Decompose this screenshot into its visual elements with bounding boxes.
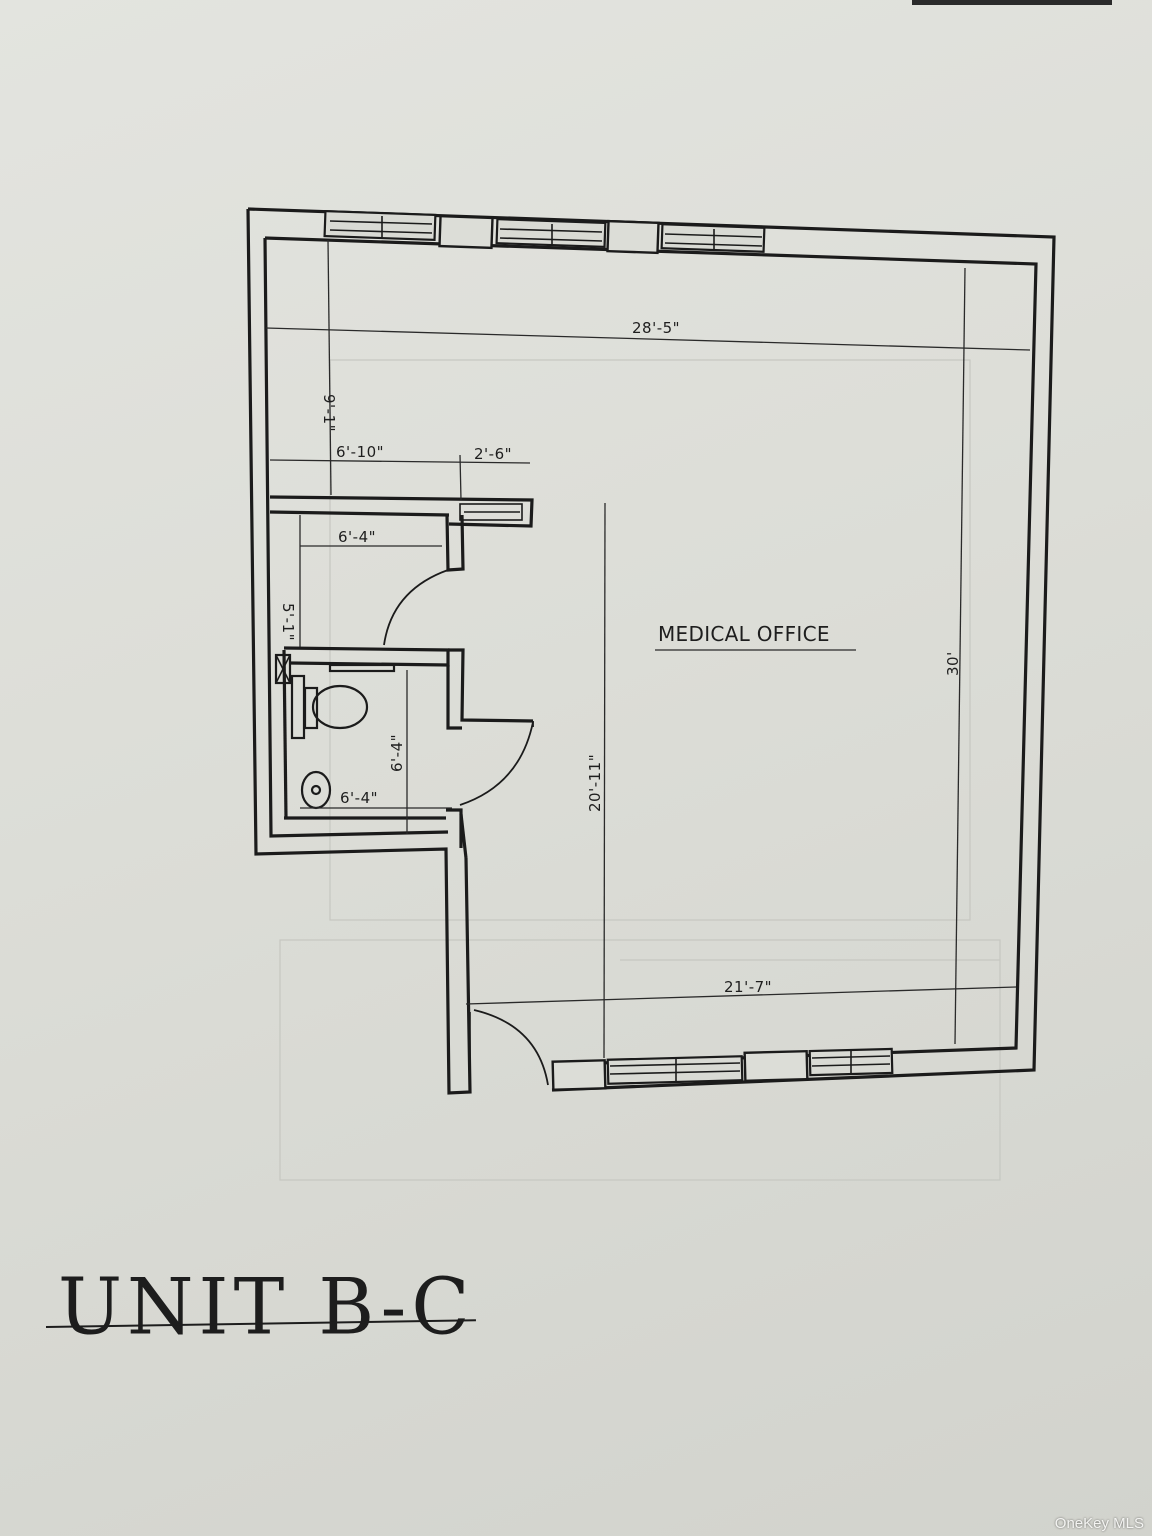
dim-office-depth: 20'-11" [586,754,604,812]
grab-bar-icon [290,674,306,740]
dim-overall-width: 28'-5" [632,319,680,337]
south-windows [551,1047,894,1091]
dimension-lines [265,239,1031,1059]
dim-alcove-opening: 2'-6" [474,445,512,463]
room-label: MEDICAL OFFICE [658,622,830,646]
faint-background-lines [279,359,1001,1181]
room-label-group: MEDICAL OFFICE [655,622,856,651]
doors [383,569,549,1093]
dim-corridor-width: 6'-4" [338,528,376,546]
dim-restroom-depth: 6'-4" [388,734,406,772]
dim-office-width: 21'-7" [724,978,772,996]
north-windows [323,209,766,255]
mls-watermark: OneKey MLS [1054,1515,1144,1532]
sink-icon [300,770,332,810]
dim-restroom-width: 6'-4" [340,789,378,807]
restroom-fixtures [274,653,396,810]
dim-north-strip-depth: 9'-1" [320,394,338,432]
unit-title: UNIT B-C [58,1261,475,1352]
interior-partitions [269,495,534,848]
dim-corridor-depth: 5'-1" [279,603,297,641]
dim-overall-depth: 30' [944,651,962,676]
dim-alcove-width: 6'-10" [336,443,384,461]
toilet-icon [311,684,369,730]
dimension-labels: 28'-5" 9'-1" 6'-10" 2'-6" 6'-4" 5'-1" 6'… [279,319,962,996]
corner-edge-mark [912,0,1112,5]
vent-box-icon [274,653,292,685]
